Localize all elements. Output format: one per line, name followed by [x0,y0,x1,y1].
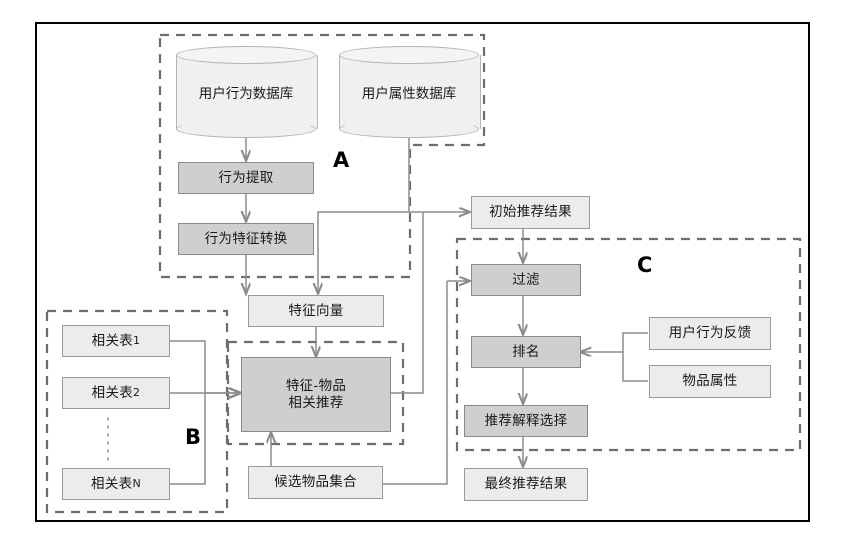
final-recommend-result-node[interactable]: 最终推荐结果 [464,468,588,501]
ranking-node[interactable]: 排名 [471,336,581,368]
cylinder-body [339,55,481,129]
user-behavior-database-label: 用户行为数据库 [198,86,294,102]
group-c-label: C [637,253,653,277]
relation-table-n-index: N [132,477,141,491]
relation-table-n-label: 相关表 [91,475,133,492]
user-attribute-database[interactable]: 用户属性数据库 [339,46,481,138]
user-behavior-feedback-node[interactable]: 用户行为反馈 [649,317,771,350]
behavior-extraction-node[interactable]: 行为提取 [178,162,314,194]
candidate-item-set-node[interactable]: 候选物品集合 [248,466,383,499]
relation-table-1-label: 相关表 [91,332,134,349]
feature-vector-node[interactable]: 特征向量 [248,295,384,327]
user-behavior-database[interactable]: 用户行为数据库 [176,46,318,138]
filter-node[interactable]: 过滤 [471,264,581,296]
recommend-explanation-selection-node[interactable]: 推荐解释选择 [464,405,588,437]
feature-item-recommend-label-line2: 相关推荐 [288,394,344,411]
cylinder-top [176,46,316,64]
cylinder-top [339,46,479,64]
cylinder-bottom [176,120,316,138]
initial-recommend-result-node[interactable]: 初始推荐结果 [471,196,590,229]
relation-table-2-index: 2 [133,386,141,400]
group-a-label: A [333,148,350,172]
cylinder-body [176,55,318,129]
feature-item-recommend-node[interactable]: 特征-物品 相关推荐 [241,357,391,432]
feature-item-recommend-label-line1: 特征-物品 [285,377,347,394]
item-attributes-node[interactable]: 物品属性 [649,365,771,398]
behavior-feature-transform-node[interactable]: 行为特征转换 [178,223,314,255]
relation-table-1-index: 1 [133,334,141,348]
group-b-label: B [185,425,202,449]
user-attribute-database-label: 用户属性数据库 [361,86,457,102]
relation-table-2-label: 相关表 [91,384,134,401]
cylinder-bottom [339,120,479,138]
